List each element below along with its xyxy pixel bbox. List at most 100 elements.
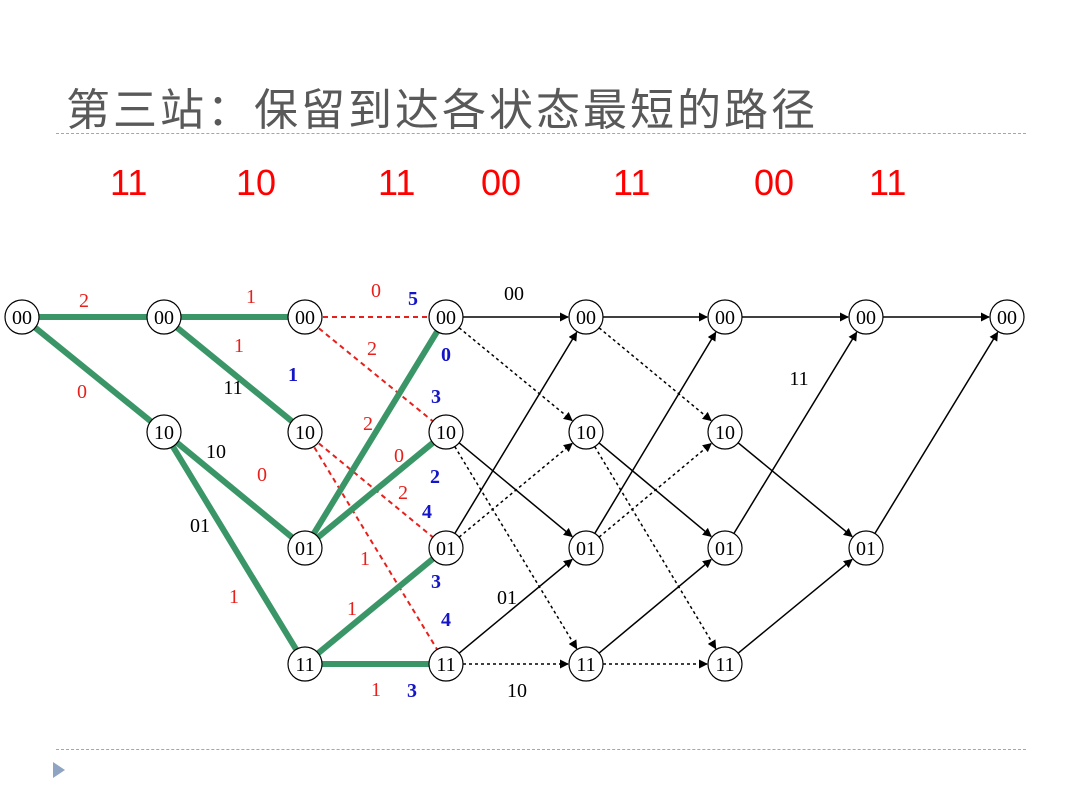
state-node-label: 00 <box>856 307 876 329</box>
state-node-label: 10 <box>295 422 315 444</box>
state-node-label: 01 <box>856 538 876 560</box>
state-node-circle <box>848 299 884 335</box>
state-node-circle <box>568 299 604 335</box>
branch-solid <box>454 331 578 534</box>
branch-metric-red: 1 <box>246 286 256 308</box>
received-bits-6: 00 <box>754 162 795 203</box>
state-node-label: 11 <box>436 654 455 676</box>
state-node-circle <box>428 299 464 335</box>
slide-title: 第三站：保留到达各状态最短的路径 <box>66 85 818 136</box>
state-node: 01 <box>287 530 323 566</box>
branch-metric-red: 1 <box>371 679 381 701</box>
path-metric-blue: 4 <box>441 609 451 631</box>
state-node-circle <box>287 646 323 682</box>
state-node: 01 <box>568 530 604 566</box>
state-node: 10 <box>707 414 743 450</box>
branch-metric-red: 1 <box>234 335 244 357</box>
branch-dotted <box>454 446 578 650</box>
branch-dotted <box>598 442 712 538</box>
state-node: 01 <box>707 530 743 566</box>
path-metric-blue: 1 <box>288 364 298 386</box>
state-node-circle <box>707 646 743 682</box>
state-node-label: 00 <box>12 307 32 329</box>
state-node-label: 11 <box>576 654 595 676</box>
branch-metric-red: 1 <box>360 548 370 570</box>
path-metric-blue: 0 <box>441 344 451 366</box>
path-metric-blue: 3 <box>431 386 441 408</box>
branch-metric-red: 2 <box>79 290 89 312</box>
state-node-label: 10 <box>576 422 596 444</box>
state-node: 10 <box>287 414 323 450</box>
path-metric-blue: 2 <box>430 466 440 488</box>
path-metric-blue: 4 <box>422 501 432 523</box>
state-node-label: 00 <box>295 307 315 329</box>
branch-solid <box>594 331 717 534</box>
footer-bullet-icon <box>53 762 65 778</box>
branch-dotted <box>598 327 712 422</box>
state-node-circle <box>146 299 182 335</box>
state-node: 11 <box>568 646 604 682</box>
branch-dotted <box>594 446 717 650</box>
received-bits-2: 10 <box>236 162 277 203</box>
state-node: 00 <box>989 299 1025 335</box>
state-node-circle <box>146 414 182 450</box>
state-node: 10 <box>146 414 182 450</box>
state-node: 00 <box>428 299 464 335</box>
state-node-circle <box>4 299 40 335</box>
state-node-circle <box>287 530 323 566</box>
branch-dotted <box>458 442 573 538</box>
branch-metric-red: 1 <box>347 598 357 620</box>
survivor-path-segment <box>302 317 447 551</box>
branch-output-label: 10 <box>507 680 527 702</box>
state-node-label: 00 <box>576 307 596 329</box>
branch-solid <box>598 558 712 654</box>
branch-metric-red: 0 <box>394 445 404 467</box>
footer-divider <box>56 749 1026 750</box>
state-node-label: 11 <box>295 654 314 676</box>
branch-dotted <box>458 327 573 422</box>
survivor-path-segment <box>161 429 308 551</box>
state-node-circle <box>287 299 323 335</box>
state-node-circle <box>568 646 604 682</box>
state-node: 11 <box>707 646 743 682</box>
state-node-label: 10 <box>436 422 456 444</box>
state-node-label: 01 <box>715 538 735 560</box>
state-node: 10 <box>568 414 604 450</box>
state-node-circle <box>568 530 604 566</box>
survivor-path-segment <box>19 314 167 435</box>
state-node-circle <box>707 530 743 566</box>
discarded-branch <box>304 316 447 433</box>
path-metric-blue: 3 <box>407 680 417 702</box>
path-metric-blue: 5 <box>408 288 418 310</box>
branch-output-label: 00 <box>504 283 524 305</box>
branch-output-label: 01 <box>497 587 517 609</box>
received-bits-4: 00 <box>481 162 522 203</box>
state-node: 00 <box>848 299 884 335</box>
state-node-circle <box>989 299 1025 335</box>
branch-metric-red: 0 <box>371 280 381 302</box>
title-divider <box>56 133 1026 134</box>
state-node-label: 01 <box>576 538 596 560</box>
received-bits-7: 11 <box>869 162 907 203</box>
state-node: 00 <box>707 299 743 335</box>
branch-metric-red: 2 <box>367 338 377 360</box>
state-node-label: 01 <box>436 538 456 560</box>
state-node-circle <box>428 530 464 566</box>
branch-output-label: 11 <box>223 377 242 399</box>
state-node: 01 <box>428 530 464 566</box>
branch-metric-red: 2 <box>398 482 408 504</box>
state-node-circle <box>428 646 464 682</box>
branch-output-label: 01 <box>190 515 210 537</box>
received-bits-3: 11 <box>378 162 416 203</box>
state-node-label: 00 <box>997 307 1017 329</box>
state-node-circle <box>428 414 464 450</box>
state-node-circle <box>848 530 884 566</box>
state-node: 00 <box>568 299 604 335</box>
branch-metric-red: 1 <box>229 586 239 608</box>
state-node-label: 00 <box>715 307 735 329</box>
survivor-path-segment <box>161 314 308 435</box>
received-bits-5: 11 <box>613 162 651 203</box>
state-node: 10 <box>428 414 464 450</box>
state-node-label: 11 <box>715 654 734 676</box>
